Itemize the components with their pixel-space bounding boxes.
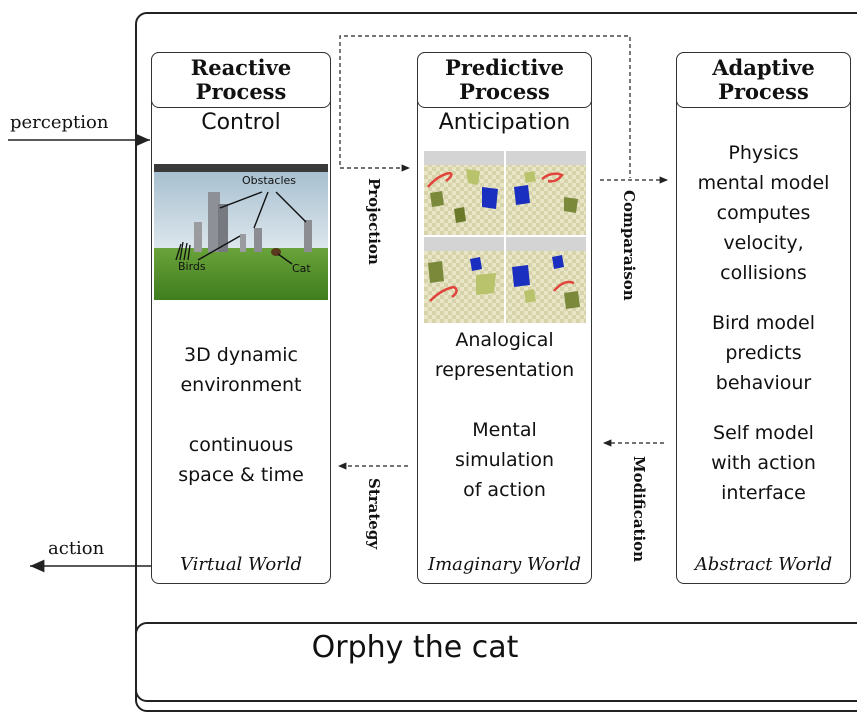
- adaptive-title-1: Adaptive: [712, 55, 815, 80]
- simulation-panels: [424, 151, 586, 323]
- obstacles-label: Obstacles: [242, 174, 297, 187]
- adaptive-body-line: velocity,: [723, 232, 804, 254]
- adaptive-body-line: Bird model: [711, 312, 816, 334]
- comparaison-label: Comparaison: [620, 190, 638, 301]
- adaptive-body-line: Self model: [713, 422, 814, 444]
- predictive-body-line: simulation: [454, 449, 555, 471]
- adaptive-title-2: Process: [718, 79, 809, 104]
- strategy-label: Strategy: [365, 478, 383, 550]
- predictive-body-line: Mental: [472, 419, 537, 441]
- adaptive-body: Physics mental model computes velocity, …: [676, 138, 851, 508]
- system-label: Orphy the cat: [311, 630, 519, 665]
- adaptive-body-line: Physics: [728, 142, 799, 164]
- adaptive-body-line: mental model: [697, 172, 830, 194]
- reactive-world-label: Virtual World: [179, 554, 303, 575]
- predictive-body-gap: [417, 385, 592, 415]
- reactive-body-line: environment: [180, 374, 302, 396]
- cat-label: Cat: [292, 262, 311, 275]
- reactive-column: [151, 52, 331, 584]
- perception-label: perception: [10, 112, 109, 133]
- predictive-body-line: of action: [463, 479, 546, 501]
- reactive-title-2: Process: [195, 79, 287, 104]
- arrows-layer: [8, 35, 668, 573]
- predictive-body-line: Analogical: [455, 329, 554, 351]
- adaptive-body-line: with action: [711, 452, 816, 474]
- predictive-body: Analogical representation Mental simulat…: [417, 325, 592, 505]
- adaptive-column: [676, 52, 851, 584]
- projection-label: Projection: [365, 178, 383, 265]
- action-label: action: [48, 538, 105, 559]
- predictive-subtitle: Anticipation: [438, 110, 571, 135]
- reactive-body: 3D dynamic environment continuous space …: [151, 340, 331, 490]
- virtual-world-screenshot: Obstacles Birds Cat: [154, 164, 328, 300]
- predictive-title-1: Predictive: [445, 55, 564, 80]
- reactive-body-line: space & time: [178, 464, 304, 486]
- adaptive-body-line: collisions: [720, 262, 807, 284]
- predictive-body-line: representation: [434, 359, 575, 381]
- adaptive-body-line: computes: [716, 202, 811, 224]
- adaptive-header: Adaptive Process: [676, 52, 851, 108]
- reactive-title-1: Reactive: [190, 55, 292, 80]
- predictive-world-label: Imaginary World: [427, 554, 581, 575]
- birds-label: Birds: [178, 260, 206, 273]
- adaptive-body-line: predicts: [725, 342, 802, 364]
- predictive-header: Predictive Process: [417, 52, 592, 108]
- reactive-body-line: continuous: [188, 434, 294, 456]
- reactive-body-gap: [151, 400, 331, 430]
- adaptive-body-gap: [676, 288, 851, 308]
- adaptive-world-label: Abstract World: [694, 554, 833, 575]
- adaptive-body-line: behaviour: [715, 372, 812, 394]
- predictive-title-2: Process: [459, 79, 550, 104]
- adaptive-body-gap: [676, 398, 851, 418]
- projection-loop: [339, 35, 631, 178]
- adaptive-body-line: interface: [721, 482, 806, 504]
- modification-label: Modification: [630, 456, 648, 563]
- reactive-subtitle: Control: [201, 110, 281, 135]
- reactive-body-line: 3D dynamic: [184, 344, 298, 366]
- reactive-header: Reactive Process: [151, 52, 331, 108]
